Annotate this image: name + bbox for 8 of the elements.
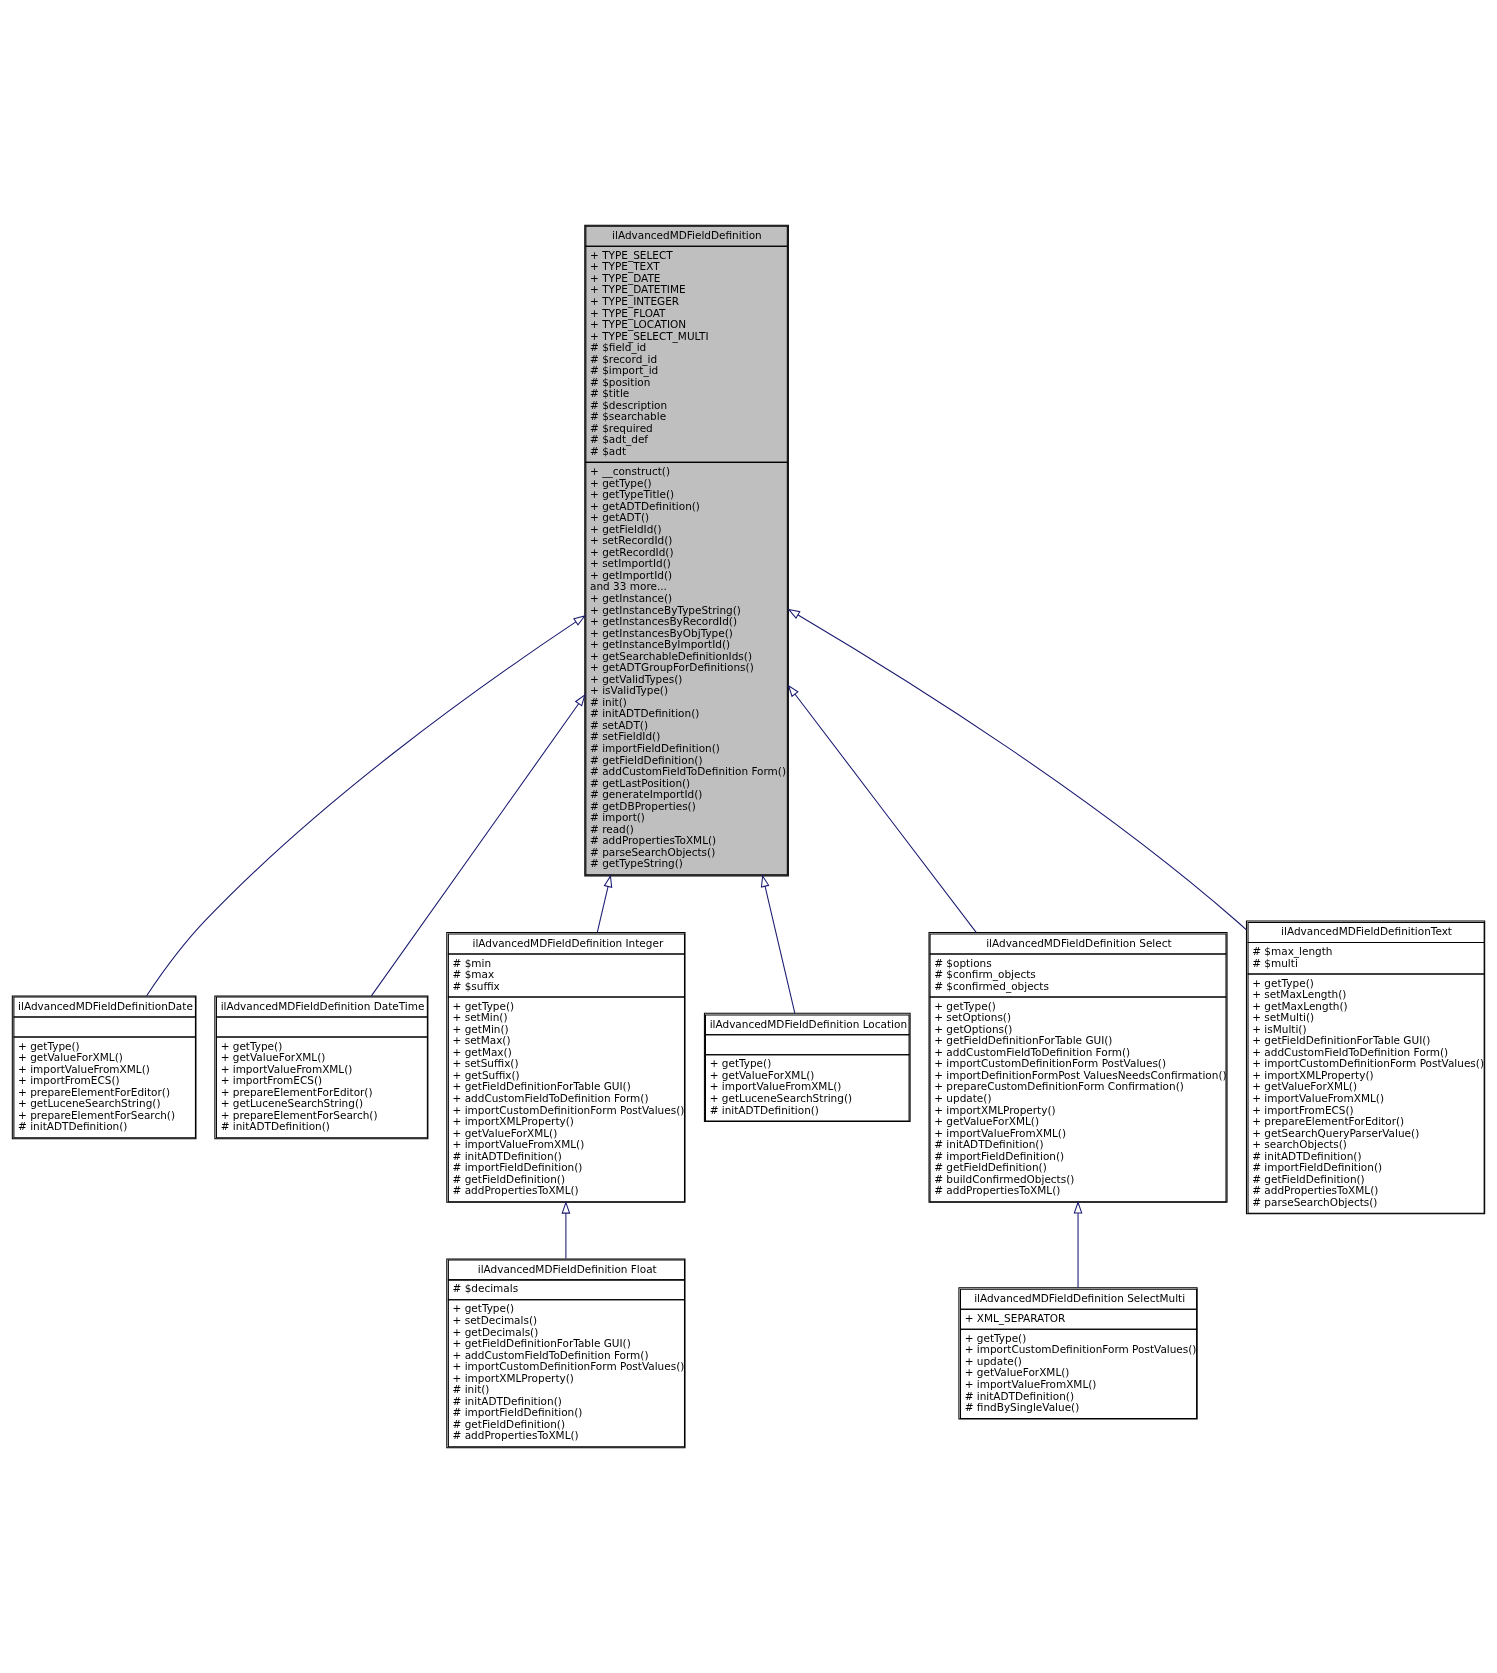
arrow [596, 874, 613, 933]
arrow [787, 684, 977, 933]
arrow [760, 874, 796, 1014]
arrow [146, 615, 586, 997]
arrow [561, 1201, 571, 1260]
arrow [787, 608, 1247, 931]
arrow [370, 693, 586, 997]
arrow [1073, 1200, 1083, 1289]
